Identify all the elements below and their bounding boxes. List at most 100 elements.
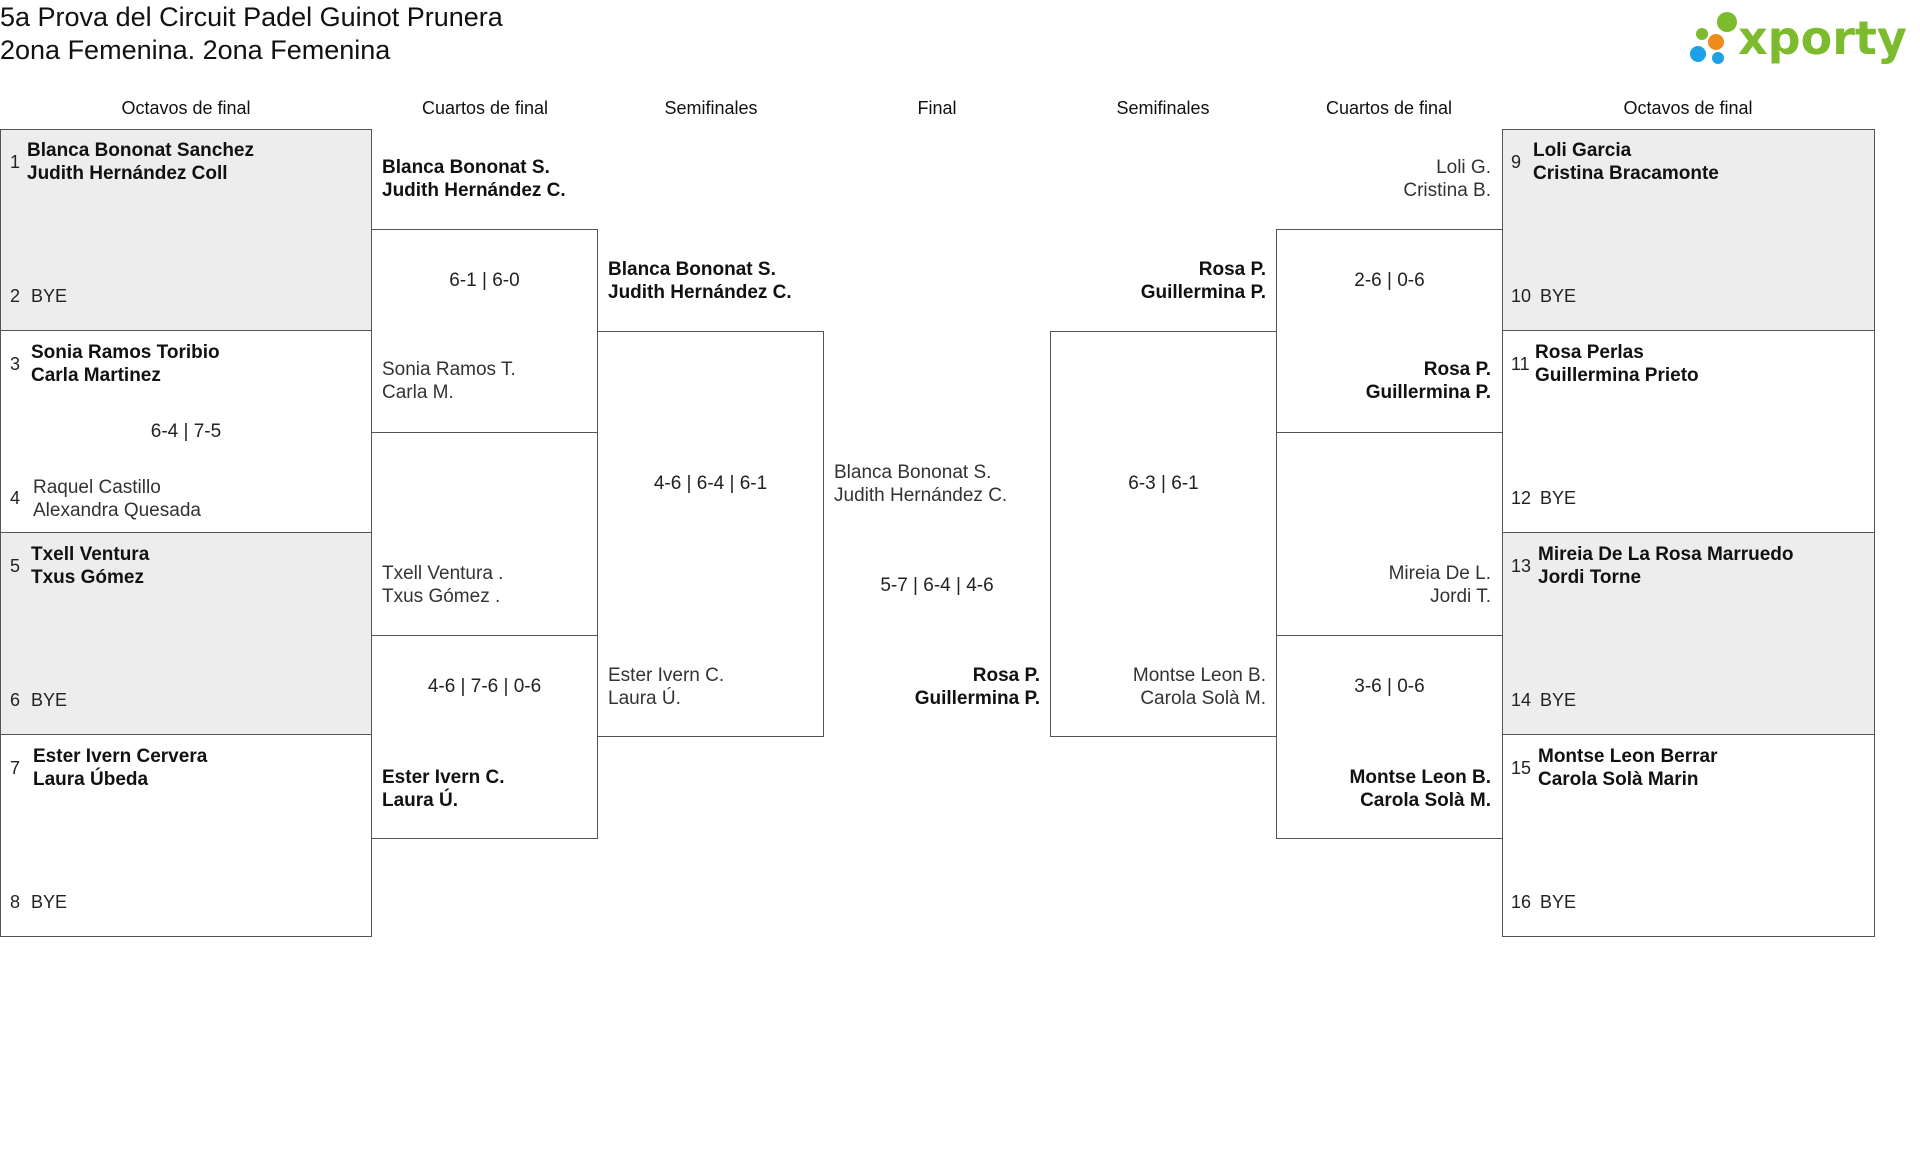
team-player-2[interactable]: Txus Gómez bbox=[31, 567, 144, 588]
match-score: 4-6 | 7-6 | 0-6 bbox=[427, 676, 542, 697]
team-player-1[interactable]: Sonia Ramos T. bbox=[382, 359, 516, 380]
octavos-right-match-1 bbox=[1502, 129, 1875, 331]
team-player-1[interactable]: Blanca Bononat S. bbox=[382, 157, 550, 178]
round-header-semis-right: Semifinales bbox=[1116, 98, 1210, 118]
team-player-1[interactable]: Montse Leon Berrar bbox=[1538, 746, 1718, 767]
seed-number: 14 bbox=[1511, 690, 1532, 710]
seed-number: 7 bbox=[10, 758, 21, 778]
final-team-bottom-player-2[interactable]: Guillermina P. bbox=[914, 688, 1040, 709]
seed-number: 16 bbox=[1511, 892, 1532, 912]
team-player-2[interactable]: Guillermina Prieto bbox=[1535, 365, 1699, 386]
seed-number: 11 bbox=[1511, 354, 1530, 374]
match-score: 2-6 | 0-6 bbox=[1354, 270, 1425, 291]
octavos-right-match-4 bbox=[1502, 735, 1875, 937]
bye-label: BYE bbox=[1540, 286, 1577, 306]
cuartos-left-match-2 bbox=[371, 635, 598, 839]
cuartos-right-match-2 bbox=[1276, 635, 1503, 839]
seed-number: 5 bbox=[10, 556, 21, 576]
bye-label: BYE bbox=[1540, 690, 1577, 710]
team-player-2[interactable]: Judith Hernández Coll bbox=[27, 163, 228, 184]
final-team-bottom-player-1[interactable]: Rosa P. bbox=[972, 665, 1040, 686]
team-player-1[interactable]: Blanca Bononat Sanchez bbox=[27, 140, 254, 161]
bye-label: BYE bbox=[31, 690, 68, 710]
round-header-cuartos-right: Cuartos de final bbox=[1325, 98, 1453, 118]
bye-label: BYE bbox=[1540, 892, 1577, 912]
team-player-1[interactable]: Rosa Perlas bbox=[1535, 342, 1644, 363]
logo-dot-blue-icon bbox=[1690, 46, 1706, 62]
seed-number: 15 bbox=[1511, 758, 1532, 778]
round-header-semis-left: Semifinales bbox=[664, 98, 758, 118]
page-subtitle: 2ona Femenina. 2ona Femenina bbox=[0, 35, 391, 65]
team-player-1[interactable]: Rosa P. bbox=[1423, 359, 1491, 380]
team-player-1[interactable]: Rosa P. bbox=[1198, 259, 1266, 280]
semis-right-match bbox=[1050, 331, 1277, 737]
team-player-1[interactable]: Raquel Castillo bbox=[33, 477, 161, 498]
team-player-1[interactable]: Txell Ventura bbox=[31, 544, 150, 565]
bye-label: BYE bbox=[31, 286, 68, 306]
octavos-left-match-1 bbox=[0, 129, 372, 331]
page-title: 5a Prova del Circuit Padel Guinot Pruner… bbox=[0, 2, 503, 32]
team-player-1[interactable]: Ester Ivern C. bbox=[608, 665, 725, 686]
bye-label: BYE bbox=[1540, 488, 1577, 508]
team-player-1[interactable]: Ester Ivern C. bbox=[382, 767, 505, 788]
round-header-octavos-left: Octavos de final bbox=[121, 98, 251, 118]
team-player-2[interactable]: Guillermina P. bbox=[1365, 382, 1491, 403]
round-header-octavos-right: Octavos de final bbox=[1623, 98, 1753, 118]
team-player-1[interactable]: Montse Leon B. bbox=[1132, 665, 1266, 686]
round-header-final: Final bbox=[917, 98, 957, 118]
team-player-2[interactable]: Jordi Torne bbox=[1538, 567, 1642, 588]
seed-number: 8 bbox=[10, 892, 21, 912]
octavos-right-match-2 bbox=[1502, 331, 1875, 533]
octavos-left-match-3 bbox=[0, 533, 372, 735]
team-player-2[interactable]: Carola Solà M. bbox=[1140, 688, 1266, 709]
round-header-cuartos-left: Cuartos de final bbox=[421, 98, 549, 118]
seed-number: 13 bbox=[1511, 556, 1532, 576]
cuartos-right-match-1 bbox=[1276, 229, 1503, 433]
match-score: 4-6 | 6-4 | 6-1 bbox=[653, 473, 768, 494]
team-player-2[interactable]: Cristina Bracamonte bbox=[1533, 163, 1719, 184]
team-player-2[interactable]: Laura Ú. bbox=[608, 688, 681, 709]
match-score: 6-4 | 7-5 bbox=[150, 421, 222, 442]
seed-number: 6 bbox=[10, 690, 21, 710]
match-score: 6-3 | 6-1 bbox=[1128, 473, 1199, 494]
team-player-1[interactable]: Blanca Bononat S. bbox=[608, 259, 776, 280]
octavos-right-match-3 bbox=[1502, 533, 1875, 735]
team-player-2[interactable]: Alexandra Quesada bbox=[33, 500, 201, 521]
final-score: 5-7 | 6-4 | 4-6 bbox=[880, 575, 994, 596]
team-player-1[interactable]: Loli Garcia bbox=[1533, 140, 1632, 161]
match-score: 3-6 | 0-6 bbox=[1354, 676, 1425, 697]
team-player-2[interactable]: Laura Ú. bbox=[382, 790, 459, 811]
team-player-2[interactable]: Carla M. bbox=[382, 382, 454, 403]
semis-left-match bbox=[597, 331, 824, 737]
team-player-2[interactable]: Carola Solà Marin bbox=[1538, 769, 1699, 790]
match-score: 6-1 | 6-0 bbox=[449, 270, 520, 291]
team-player-2[interactable]: Carla Martinez bbox=[31, 365, 161, 386]
team-player-2[interactable]: Guillermina P. bbox=[1140, 282, 1266, 303]
team-player-2[interactable]: Cristina B. bbox=[1403, 180, 1491, 201]
team-player-1[interactable]: Montse Leon B. bbox=[1349, 767, 1491, 788]
team-player-2[interactable]: Carola Solà M. bbox=[1360, 790, 1491, 811]
team-player-1[interactable]: Txell Ventura . bbox=[382, 563, 504, 584]
team-player-2[interactable]: Jordi T. bbox=[1430, 586, 1491, 607]
team-player-1[interactable]: Loli G. bbox=[1436, 157, 1491, 178]
final-team-top-player-2[interactable]: Judith Hernández C. bbox=[834, 485, 1008, 506]
xporty-logo[interactable]: xporty bbox=[1680, 4, 1910, 68]
team-player-1[interactable]: Mireia De L. bbox=[1388, 563, 1491, 584]
seed-number: 4 bbox=[10, 488, 21, 508]
seed-number: 12 bbox=[1511, 488, 1532, 508]
logo-text: xporty bbox=[1738, 11, 1907, 65]
team-player-1[interactable]: Mireia De La Rosa Marruedo bbox=[1538, 544, 1794, 565]
logo-dot-orange-icon bbox=[1708, 34, 1724, 50]
final-team-top-player-1[interactable]: Blanca Bononat S. bbox=[834, 462, 992, 483]
team-player-1[interactable]: Sonia Ramos Toribio bbox=[31, 342, 220, 363]
team-player-2[interactable]: Laura Úbeda bbox=[33, 769, 149, 790]
seed-number: 2 bbox=[10, 286, 21, 306]
seed-number: 3 bbox=[10, 354, 21, 374]
seed-number: 9 bbox=[1511, 152, 1522, 172]
team-player-1[interactable]: Ester Ivern Cervera bbox=[33, 746, 208, 767]
logo-dot-small-green-icon bbox=[1696, 28, 1708, 40]
logo-dot-small-blue-icon bbox=[1712, 52, 1724, 64]
team-player-2[interactable]: Judith Hernández C. bbox=[608, 282, 792, 303]
team-player-2[interactable]: Judith Hernández C. bbox=[382, 180, 566, 201]
team-player-2[interactable]: Txus Gómez . bbox=[382, 586, 501, 607]
